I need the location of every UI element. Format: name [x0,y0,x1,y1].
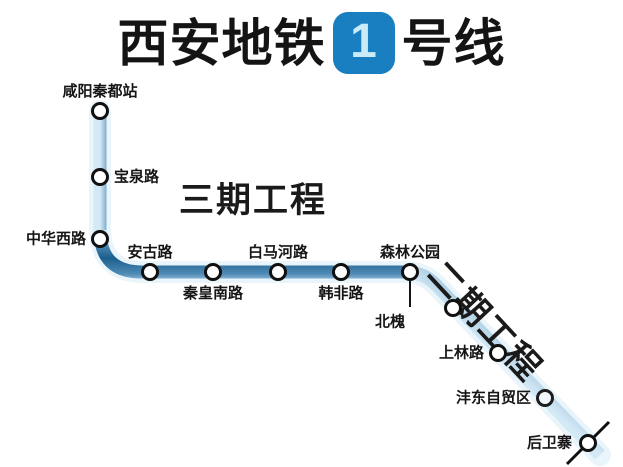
station-label-fengdong-zimaoqu: 沣东自贸区 [455,389,531,407]
station-baima-helu[interactable] [269,263,287,281]
station-label-senlin-gongyuan: 森林公园 [379,244,441,261]
station-label-shanglin-lu: 上林路 [438,344,484,362]
station-baoquan-lu[interactable] [91,168,109,186]
station-label-qinhuang-nanlu: 秦皇南路 [182,285,244,302]
station-label-hanfei-lu: 韩非路 [318,285,364,302]
station-label-baima-helu: 白马河路 [247,244,309,261]
station-senlin-gongyuan[interactable] [401,263,419,281]
station-zhonghua-xilu[interactable] [91,230,109,248]
station-hanfei-lu[interactable] [332,263,350,281]
station-label-beihuai: 北槐 [374,313,405,331]
phase-3-label: 三期工程 [179,181,328,220]
station-label-houweizhai: 后卫寨 [526,434,572,452]
station-qinhuang-nanlu[interactable] [204,263,222,281]
station-shanglin-lu[interactable] [489,344,507,362]
station-angu-lu[interactable] [141,263,159,281]
station-label-zhonghua-xilu: 中华西路 [25,230,86,248]
station-label-xianyang-qindu: 咸阳秦都站 [62,83,138,100]
station-label-angu-lu: 安古路 [127,244,173,261]
station-xianyang-qindu[interactable] [91,102,109,120]
senlin-gongyuan-leader [409,281,411,307]
station-fengdong-zimaoqu[interactable] [536,389,554,407]
station-label-baoquan-lu: 宝泉路 [114,168,160,186]
station-houweizhai[interactable] [579,434,597,452]
station-beihuai[interactable] [444,299,462,317]
